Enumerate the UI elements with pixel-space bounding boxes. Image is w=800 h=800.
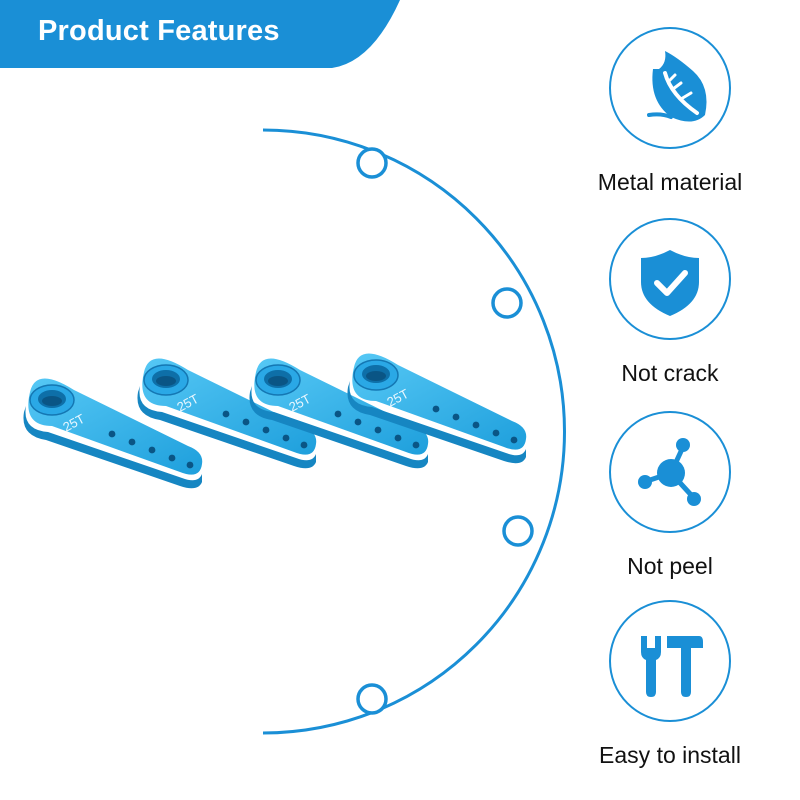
tools-icon	[641, 636, 703, 697]
feature-icon-ring	[609, 27, 731, 149]
feature-icon-ring	[609, 411, 731, 533]
servo-arm-2: 25T	[136, 357, 317, 469]
feature-label: Easy to install	[599, 742, 741, 768]
feature-label: Not crack	[621, 360, 719, 386]
arc-node-3	[502, 515, 534, 547]
servo-arm-4: 25T	[346, 352, 527, 464]
servo-arm-3: 25T	[248, 357, 429, 469]
feature-label: Metal material	[597, 169, 743, 195]
feature-label: Not peel	[627, 553, 713, 579]
leaf-icon	[647, 51, 707, 122]
feature-not-crack: Not crack	[590, 218, 750, 387]
header-banner	[0, 0, 400, 68]
molecule-icon	[638, 438, 701, 506]
arc-node-2	[491, 287, 523, 319]
feature-icon-ring	[609, 600, 731, 722]
feature-metal-material: Metal material	[590, 27, 750, 196]
feature-icon-ring	[609, 218, 731, 340]
shield-check-icon	[641, 250, 699, 316]
feature-easy-to-install: Easy to install	[590, 600, 750, 769]
banner-title: Product Features	[38, 15, 280, 47]
servo-arm-1: 25T	[22, 377, 203, 489]
feature-not-peel: Not peel	[590, 411, 750, 580]
arc-node-1	[356, 147, 388, 179]
arc-node-4	[356, 683, 388, 715]
